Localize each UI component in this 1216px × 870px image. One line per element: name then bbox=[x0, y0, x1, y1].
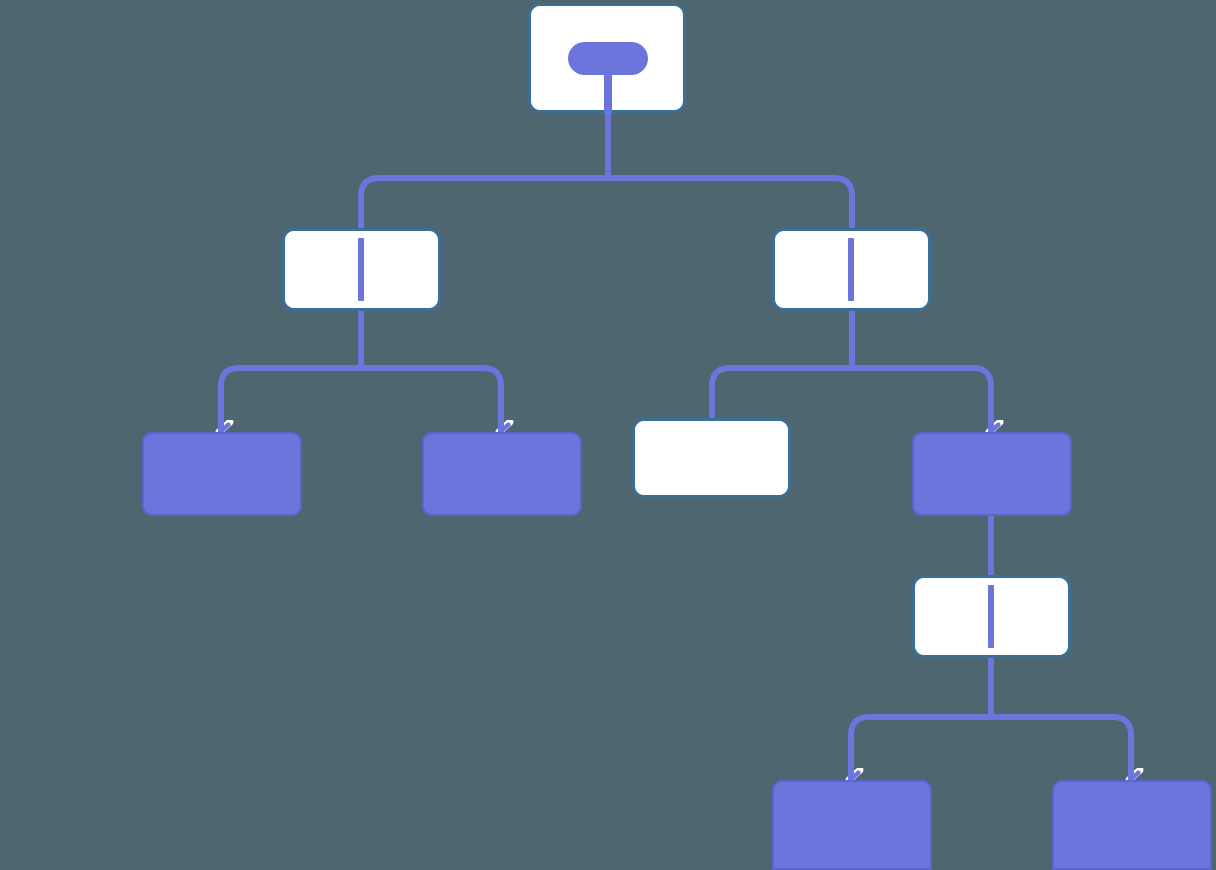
root-node-pill bbox=[568, 42, 648, 75]
connector-edge bbox=[358, 311, 511, 442]
edge-arrow-halo bbox=[361, 311, 501, 432]
diagram-node-mid-node[interactable] bbox=[912, 432, 1072, 516]
connector-edge bbox=[605, 113, 855, 228]
diagram-node-leaf-5[interactable] bbox=[1052, 780, 1212, 870]
connector-edge bbox=[988, 658, 1141, 790]
diagram-node-leaf-2[interactable] bbox=[422, 432, 582, 516]
connector-edge bbox=[358, 113, 612, 228]
diagram-node-leaf-4[interactable] bbox=[772, 780, 932, 870]
connector-edge bbox=[847, 658, 994, 790]
node-passthrough-line bbox=[358, 238, 364, 301]
edge-arrow-halo bbox=[852, 311, 991, 432]
diagram-node-leaf-3[interactable] bbox=[632, 418, 791, 498]
edge-halo-group bbox=[221, 311, 1131, 780]
connector-edge bbox=[849, 311, 1001, 442]
connector-edge bbox=[709, 311, 855, 418]
connector-edge bbox=[217, 311, 364, 442]
edge-arrow-halo bbox=[221, 311, 361, 432]
edge-group bbox=[217, 113, 1141, 790]
diagram-node-leaf-1[interactable] bbox=[142, 432, 302, 516]
node-passthrough-line bbox=[848, 238, 854, 301]
root-node-stem bbox=[604, 70, 612, 113]
node-passthrough-line bbox=[988, 585, 994, 648]
